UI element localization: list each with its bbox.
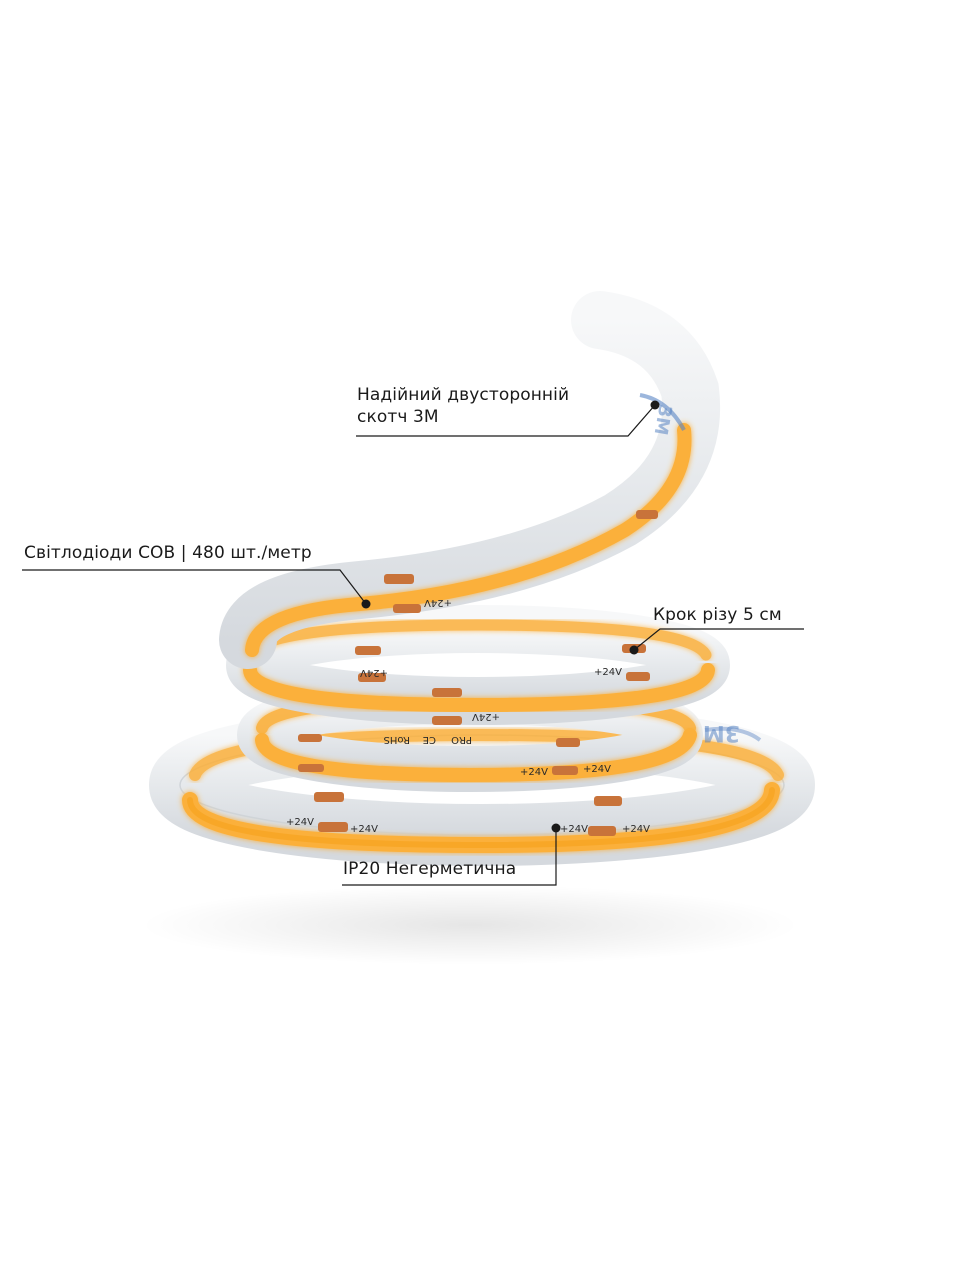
ip-leader-dot [551,823,561,833]
strip-rising-spiral [219,291,762,742]
copper-pads [298,510,658,836]
tape-leader-dot [650,400,660,410]
voltage-marking: +24V [360,667,388,678]
tape-callout-line1: Надійний двусторонній [357,385,570,405]
leader-dots [361,400,660,833]
ip-leader-line [342,828,557,886]
leds-leader-dot [361,599,371,609]
voltage-marking: +24V [472,711,500,722]
tape-callout-line2: скотч 3M [357,407,439,427]
voltage-marking: +24V [594,667,622,678]
voltage-marking: +24V [520,767,548,778]
ip-callout-text: IP20 Негерметична [343,859,517,879]
strip-markings: +24V +24V +24V +24V +24V +24V +24V +24V … [286,403,740,835]
voltage-marking: +24V [286,817,314,828]
tape-leader-line [356,404,656,437]
rohs-marking: RoHS [384,734,410,745]
leds-leader-line [22,569,367,605]
cut-leader-line [633,628,804,651]
cut-callout: Крок різу 5 см [653,604,782,626]
cut-leader-dot [629,645,639,655]
voltage-marking: +24V [583,764,611,775]
leader-lines [22,404,804,886]
tape-logo: 3M [703,720,740,745]
voltage-marking: +24V [350,824,378,835]
leds-callout-text: Світлодіоди COB | 480 шт./метр [24,543,312,563]
ip-callout: IP20 Негерметична [343,858,516,880]
strip-ring-bottom [149,704,815,866]
strip-ring-upper-middle [226,605,730,725]
voltage-marking: +24V [424,597,452,608]
cut-callout-text: Крок різу 5 см [653,605,782,625]
ce-marking: CE [423,734,436,745]
leds-callout: Світлодіоди COB | 480 шт./метр [24,542,312,564]
tape-callout: Надійний двусторонній скотч 3M [357,384,569,428]
voltage-marking: +24V [622,824,650,835]
floor-reflection [140,885,800,965]
voltage-marking: +24V [560,824,588,835]
brand-marking: PRO [451,734,472,745]
